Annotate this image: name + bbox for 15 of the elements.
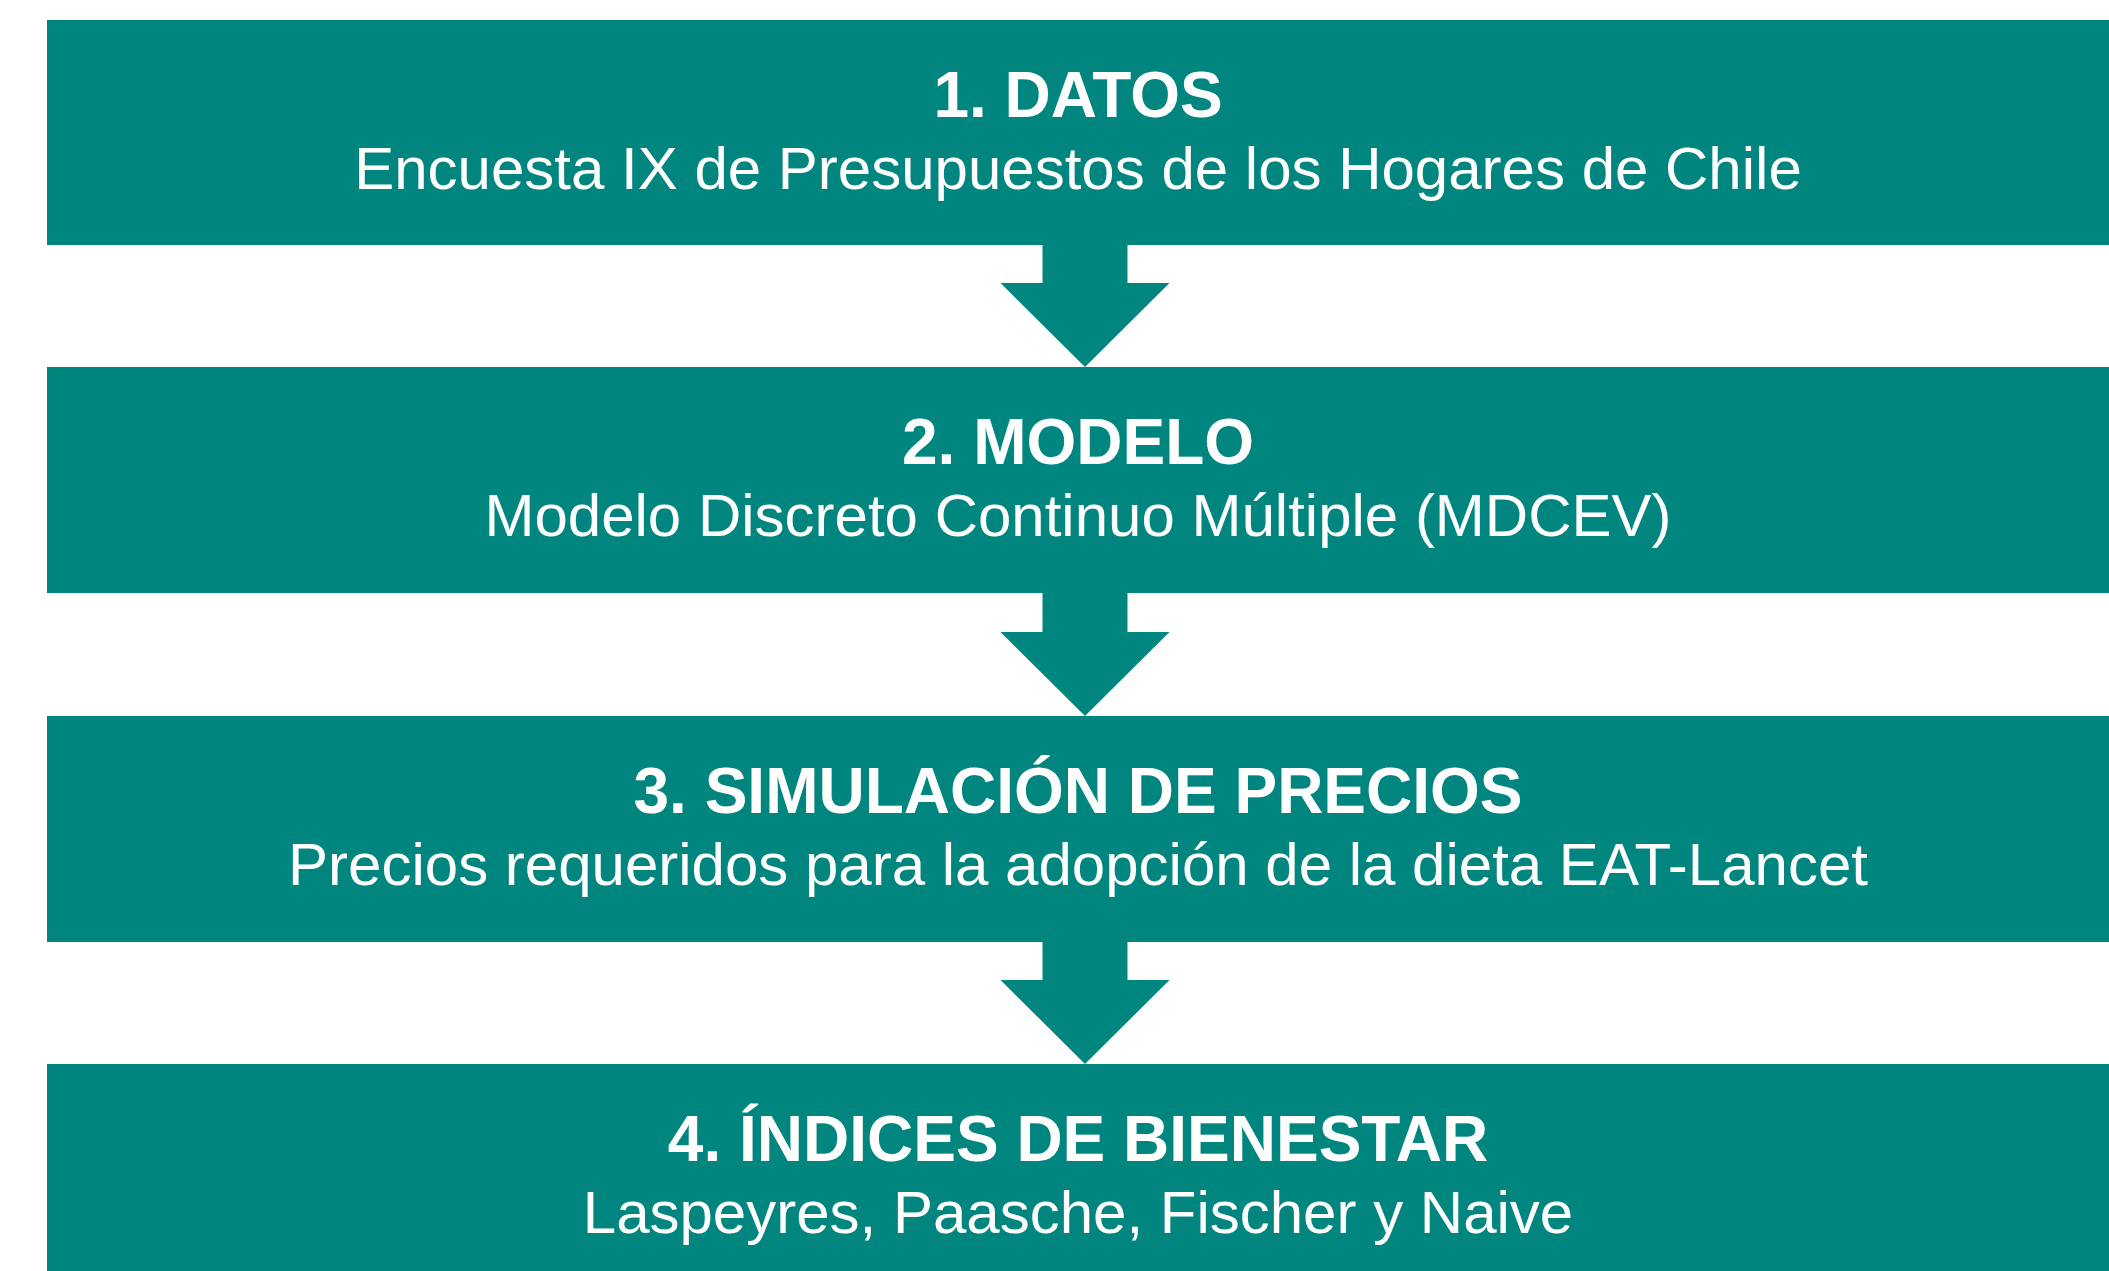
process-box bbox=[47, 1064, 2109, 1271]
process-box bbox=[47, 716, 2109, 942]
step-description: Precios requeridos para la adopción de la dieta EAT-Lancet bbox=[288, 830, 1868, 900]
process-box bbox=[47, 20, 2109, 245]
step-description: Encuesta IX de Presupuestos de los Hogares de Chile bbox=[354, 134, 1802, 204]
process-box bbox=[47, 367, 2109, 593]
step-title: 3. SIMULACIÓN DE PRECIOS bbox=[633, 754, 1523, 828]
block-arrow bbox=[1000, 245, 1170, 367]
step-description: Laspeyres, Paasche, Fischer y Naive bbox=[582, 1178, 1574, 1248]
block-arrow bbox=[1000, 593, 1170, 716]
block-arrow bbox=[1000, 942, 1170, 1064]
step-title: 2. MODELO bbox=[902, 405, 1254, 479]
step-description: Modelo Discreto Continuo Múltiple (MDCEV) bbox=[484, 481, 1672, 551]
step-title: 1. DATOS bbox=[933, 58, 1223, 132]
step-title: 4. ÍNDICES DE BIENESTAR bbox=[667, 1102, 1489, 1176]
